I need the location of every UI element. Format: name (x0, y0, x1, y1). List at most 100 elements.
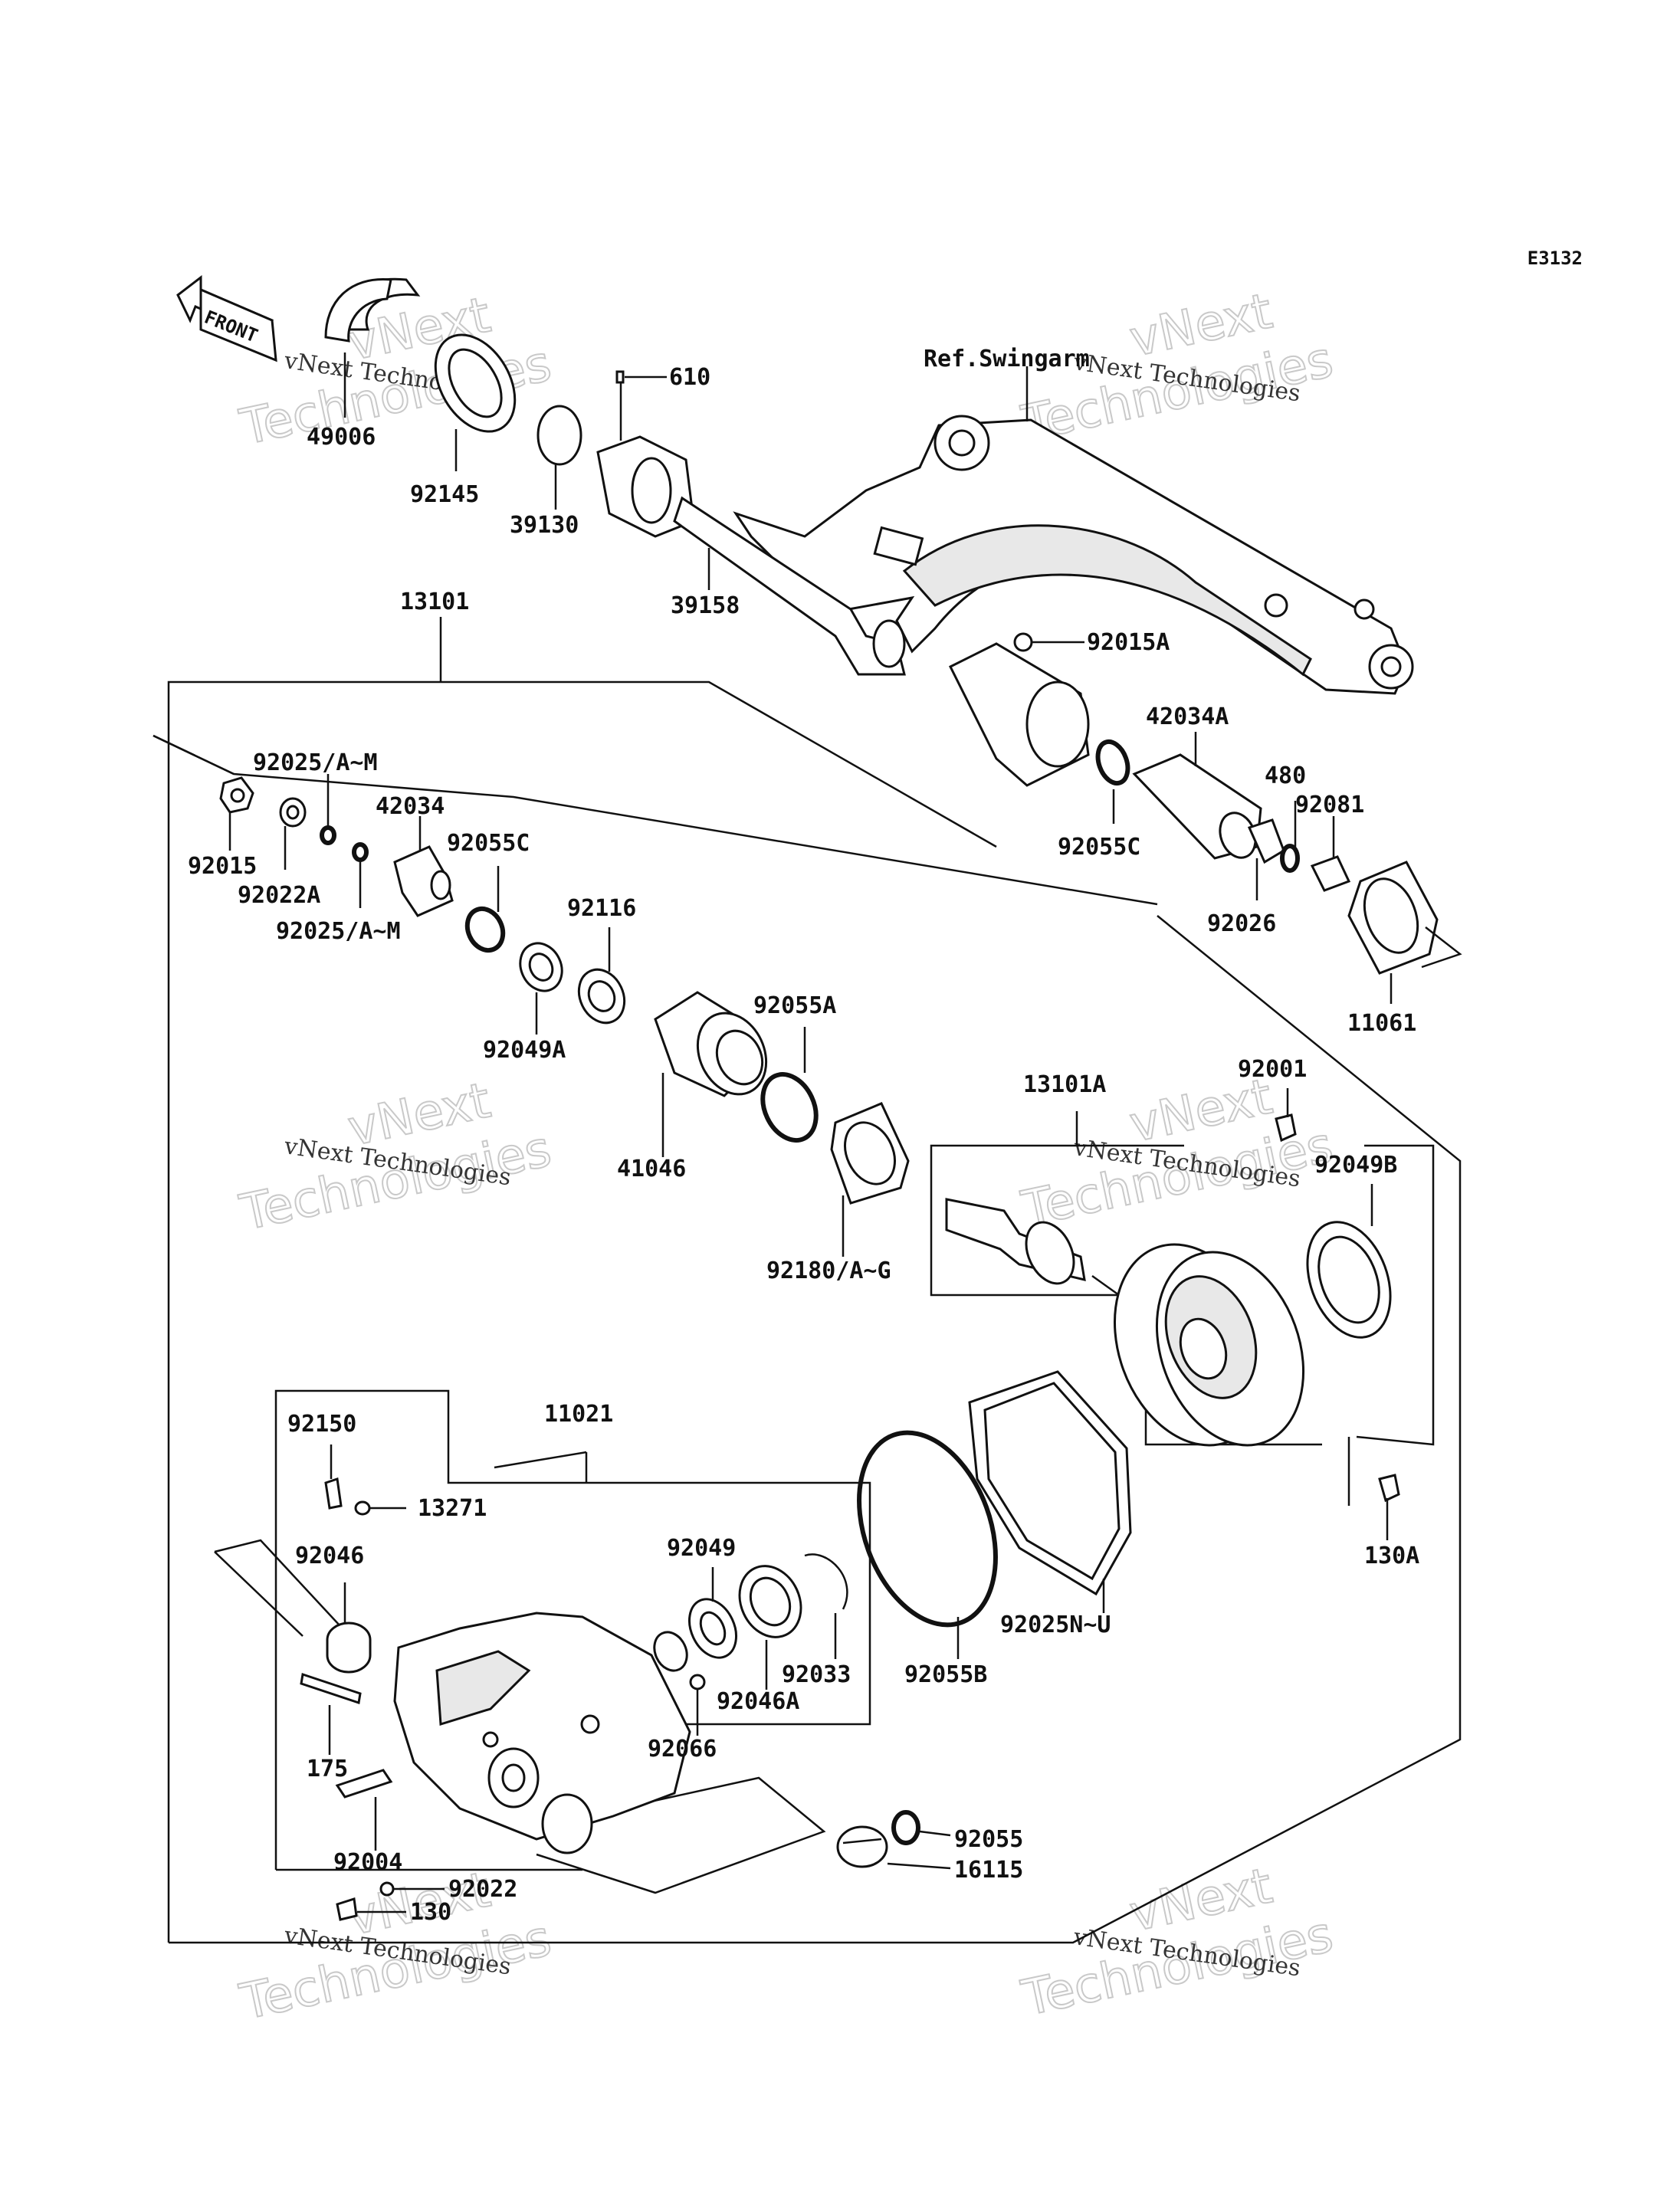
part-label-92026[interactable]: 92026 (1207, 910, 1276, 937)
part-label-175[interactable]: 175 (307, 1756, 348, 1782)
part-label-92022A[interactable]: 92022A (238, 882, 320, 909)
gear-case-group (300, 1444, 951, 1921)
part-92145-inner (448, 348, 503, 418)
part-92015-hole (230, 788, 245, 803)
frame-line (930, 1144, 1184, 1272)
part-11021-drain-boss (541, 1793, 593, 1854)
part-label-39130[interactable]: 39130 (510, 512, 579, 539)
part-label-130A[interactable]: 130A (1364, 1543, 1419, 1569)
part-92049-hole (699, 1611, 727, 1646)
part-label-49006[interactable]: 49006 (307, 424, 376, 451)
assembly-frame-13101 (153, 617, 1462, 1944)
part-480-drawing (1280, 844, 1300, 873)
part-label-92049B[interactable]: 92049B (1314, 1152, 1397, 1179)
part-92066-drawing (689, 1674, 706, 1690)
part-label-13101[interactable]: 13101 (400, 589, 469, 615)
part-92049A-hole (528, 953, 554, 982)
part-92055A-drawing (760, 1072, 819, 1143)
part-label-92046[interactable]: 92046 (295, 1543, 364, 1569)
part-39158-shaft (673, 496, 906, 676)
part-label-41046[interactable]: 41046 (617, 1156, 686, 1182)
part-92022-drawing (379, 1881, 395, 1897)
part-label-92145[interactable]: 92145 (410, 481, 479, 508)
part-39130-drawing (536, 405, 582, 466)
part-label-92049A[interactable]: 92049A (483, 1037, 566, 1064)
part-42034-end (430, 870, 451, 900)
part-label-480[interactable]: 480 (1265, 762, 1306, 789)
part-label-92055C-lower[interactable]: 92055C (447, 830, 530, 857)
part-label-92116[interactable]: 92116 (567, 895, 636, 922)
part-16115-slot (842, 1838, 882, 1844)
part-11021-drawing (393, 1612, 691, 1841)
part-label-42034A[interactable]: 42034A (1146, 703, 1229, 730)
part-label-92001[interactable]: 92001 (1238, 1056, 1307, 1083)
frame-leader (494, 1451, 587, 1469)
part-13101A-hub (1179, 1317, 1228, 1380)
part-label-92022[interactable]: 92022 (448, 1876, 517, 1903)
part-92046-body (326, 1640, 372, 1674)
drive-shaft-group (324, 277, 1084, 676)
frame-line (214, 1539, 361, 1648)
part-92055-drawing (891, 1810, 920, 1845)
part-label-92015[interactable]: 92015 (188, 853, 257, 880)
part-label-130[interactable]: 130 (410, 1899, 451, 1926)
diagram-code: E3132 (1527, 248, 1583, 269)
frame-arrow (1421, 926, 1462, 969)
part-label-92049[interactable]: 92049 (667, 1535, 736, 1562)
part-label-11021[interactable]: 11021 (544, 1401, 613, 1428)
swingarm-web (902, 524, 1312, 677)
part-label-92033[interactable]: 92033 (782, 1661, 851, 1688)
part-label-92180[interactable]: 92180/A~G (766, 1258, 891, 1284)
part-label-92046A[interactable]: 92046A (717, 1688, 799, 1715)
part-11021-hole (580, 1714, 600, 1734)
part-labels: 49006 92145 39130 610 39158 13101 92015A… (188, 364, 1419, 1926)
part-92150-drawing (324, 1477, 343, 1510)
part-label-92004[interactable]: 92004 (333, 1849, 402, 1876)
part-label-92055A[interactable]: 92055A (753, 992, 836, 1019)
swingarm (733, 366, 1414, 787)
part-13101A-pinion-gear (1025, 1221, 1075, 1285)
frame-line (1144, 1406, 1322, 1446)
part-label-92025NU[interactable]: 92025N~U (1000, 1612, 1111, 1638)
part-label-610[interactable]: 610 (669, 364, 710, 391)
part-92046A-bore (749, 1576, 792, 1627)
part-label-92066[interactable]: 92066 (648, 1736, 717, 1763)
part-label-92150[interactable]: 92150 (287, 1411, 356, 1438)
part-92180-hole (844, 1121, 896, 1185)
part-label-16115[interactable]: 16115 (954, 1857, 1023, 1884)
part-92022A-hole (286, 805, 300, 820)
part-92001-drawing (1275, 1113, 1297, 1143)
part-92026-drawing (1247, 818, 1285, 864)
watermark: vNext Technologies vNext Technologies (235, 1071, 557, 1242)
part-49006-drawing (324, 278, 392, 343)
front-arrow: FRONT (176, 274, 277, 362)
part-130A-drawing (1378, 1474, 1400, 1503)
swingarm-pivot-hole (948, 429, 976, 457)
gear-set-group (945, 1088, 1400, 1540)
leader-92055 (919, 1830, 951, 1837)
part-41046-bore (715, 1029, 764, 1086)
part-label-92055B[interactable]: 92055B (904, 1661, 987, 1688)
part-label-92025-AM-lower[interactable]: 92025/A~M (276, 918, 401, 945)
part-label-42034[interactable]: 42034 (376, 793, 445, 820)
assembly-frame-13101A (930, 1111, 1435, 1446)
part-label-39158[interactable]: 39158 (671, 592, 740, 619)
part-label-92055C-upper[interactable]: 92055C (1058, 834, 1140, 861)
part-label-13101A[interactable]: 13101A (1023, 1071, 1106, 1098)
part-175-drawing (300, 1673, 362, 1704)
swingarm-housing-bore (1025, 680, 1090, 768)
part-92004-drawing (335, 1769, 393, 1799)
part-label-92081[interactable]: 92081 (1295, 792, 1364, 818)
part-92055C-lower-drawing (464, 906, 506, 953)
part-39158-yoke-end (631, 457, 672, 524)
part-label-13271[interactable]: 13271 (418, 1495, 487, 1522)
frame-leader (1091, 1274, 1120, 1297)
part-92081-drawing (1310, 855, 1351, 892)
part-label-92015A[interactable]: 92015A (1087, 629, 1170, 656)
part-label-92025-AM-upper[interactable]: 92025/A~M (253, 749, 378, 776)
part-11021-hole (482, 1731, 499, 1748)
part-label-11061[interactable]: 11061 (1347, 1010, 1416, 1037)
part-label-92055[interactable]: 92055 (954, 1826, 1023, 1853)
part-92033-drawing (804, 1553, 848, 1610)
